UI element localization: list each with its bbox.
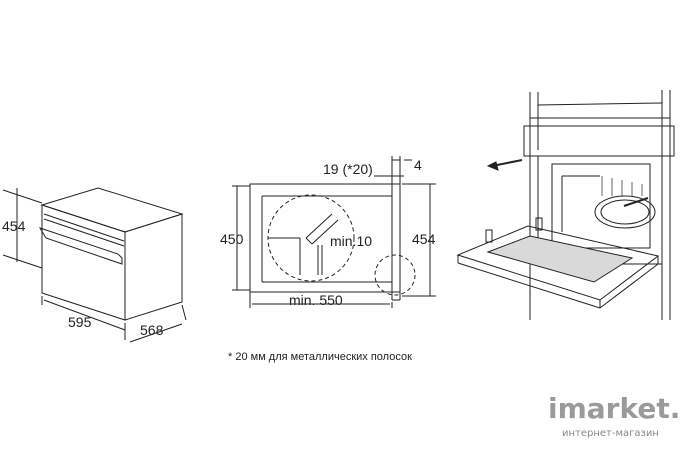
fig1-depth-label: 568 bbox=[140, 322, 164, 338]
footnote: * 20 мм для металлических полосок bbox=[228, 351, 412, 363]
turntable-plate bbox=[594, 195, 656, 229]
installed-oven-drawing bbox=[456, 90, 675, 320]
watermark-brand: imarket.by bbox=[548, 392, 680, 425]
fig2-top-right-label: 4 bbox=[414, 157, 422, 173]
fig2-left-height-label: 450 bbox=[220, 231, 244, 247]
oven-handle bbox=[38, 227, 123, 265]
fig2-bottom-label: min. 550 bbox=[289, 292, 343, 308]
fig2-right-height-label: 454 bbox=[412, 231, 436, 247]
cabinet-frame bbox=[523, 125, 675, 157]
oven-side-face bbox=[124, 213, 183, 321]
fig1-height-label: 454 bbox=[2, 218, 26, 234]
door-hinge bbox=[535, 217, 543, 231]
screw-icon bbox=[623, 197, 649, 207]
door-hinge bbox=[485, 229, 493, 243]
cabinet-section-drawing bbox=[232, 156, 436, 308]
detail-circle-small bbox=[374, 254, 416, 296]
fig1-width-label: 595 bbox=[68, 314, 92, 330]
door-window bbox=[486, 235, 634, 283]
fig2-top-left-label: 19 (*20) bbox=[323, 161, 373, 177]
watermark-subtitle: интернет-магазин bbox=[562, 428, 659, 439]
oven-isometric-drawing bbox=[2, 187, 187, 343]
fig2-gap-label: min.10 bbox=[330, 233, 372, 249]
